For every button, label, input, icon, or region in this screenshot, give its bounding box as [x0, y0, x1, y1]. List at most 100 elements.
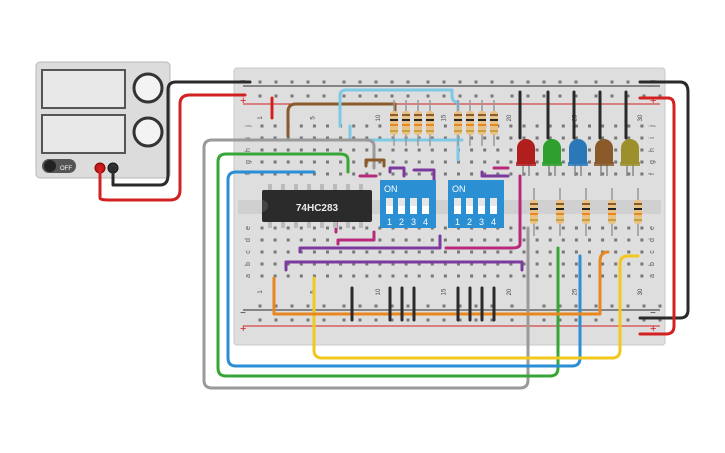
dip-toggle[interactable] — [478, 198, 485, 214]
breadboard-holes[interactable] — [258, 80, 662, 322]
resistor[interactable] — [530, 188, 538, 236]
row-letter: g — [245, 160, 252, 164]
rail-plus-bottom-left: + — [240, 323, 246, 335]
ic-74hc283[interactable]: 74HC283 — [262, 184, 372, 228]
resistor[interactable] — [582, 188, 590, 236]
column-number: 10 — [376, 114, 382, 121]
resistor[interactable] — [390, 100, 398, 146]
led[interactable] — [542, 139, 562, 176]
column-number: 20 — [507, 114, 513, 121]
column-number: 1 — [258, 290, 264, 294]
dip-toggle[interactable] — [466, 198, 473, 214]
column-number: 15 — [441, 288, 447, 295]
rail-minus-bottom-right: − — [650, 308, 656, 319]
dip-on-label: ON — [452, 184, 466, 194]
row-letter: e — [245, 226, 252, 230]
dip-position-label: 4 — [423, 217, 428, 227]
voltage-knob[interactable] — [132, 72, 164, 104]
row-letter: j — [245, 125, 252, 128]
dip-position-label: 1 — [455, 217, 460, 227]
wire-brown-2 — [364, 158, 386, 168]
dip-position-label: 3 — [411, 217, 416, 227]
row-letter: f — [649, 173, 656, 175]
wire-red-right-rail — [638, 96, 676, 336]
ground-jumpers[interactable] — [350, 90, 628, 322]
led-resistors[interactable] — [530, 188, 642, 236]
column-number: 25 — [572, 288, 578, 295]
row-letter: i — [649, 137, 656, 139]
wire-magenta-4 — [444, 174, 522, 250]
resistor[interactable] — [454, 100, 462, 146]
row-letter: h — [245, 148, 252, 152]
ic-part-number: 74HC283 — [296, 203, 339, 214]
wire-purple-2 — [298, 234, 442, 254]
column-number: 15 — [441, 114, 447, 121]
wire-purple-4 — [412, 168, 436, 186]
dip-on-label: ON — [384, 184, 398, 194]
resistor[interactable] — [634, 188, 642, 236]
row-letter: d — [649, 238, 656, 242]
power-supply[interactable]: OFF — [35, 61, 171, 179]
wire-yellow — [312, 254, 640, 360]
row-letter: b — [649, 262, 656, 266]
row-letter: a — [245, 274, 252, 278]
led[interactable] — [516, 139, 536, 176]
row-letter: e — [649, 226, 656, 230]
row-letter: j — [649, 125, 656, 128]
column-number: 1 — [258, 116, 264, 120]
dip-toggle[interactable] — [398, 198, 405, 214]
row-letter: b — [245, 262, 252, 266]
column-number: 30 — [638, 288, 644, 295]
led[interactable] — [568, 139, 588, 176]
resistor[interactable] — [466, 100, 474, 146]
current-knob[interactable] — [132, 116, 164, 148]
output-leds[interactable] — [516, 139, 640, 176]
resistor[interactable] — [426, 100, 434, 146]
dip-toggle[interactable] — [410, 198, 417, 214]
resistor[interactable] — [478, 100, 486, 146]
row-letter: g — [649, 160, 656, 164]
row-letter: d — [245, 238, 252, 242]
column-number: 30 — [638, 114, 644, 121]
resistor[interactable] — [608, 188, 616, 236]
wire-brown — [286, 102, 397, 138]
wire-gray — [202, 138, 530, 390]
current-display — [41, 114, 126, 154]
wire-purple-1 — [284, 260, 524, 272]
row-letter: c — [245, 250, 252, 254]
wire-black-right-rail — [638, 80, 690, 320]
led[interactable] — [594, 139, 614, 176]
row-letter: h — [649, 148, 656, 152]
dip-toggle[interactable] — [422, 198, 429, 214]
column-number: 5 — [310, 116, 316, 120]
led[interactable] — [620, 139, 640, 176]
resistor[interactable] — [414, 100, 422, 146]
resistor[interactable] — [556, 188, 564, 236]
power-switch-label: OFF — [60, 166, 72, 172]
rail-minus-bottom-left: − — [240, 308, 246, 319]
wire-blue — [226, 170, 582, 368]
dip-toggle[interactable] — [490, 198, 497, 214]
resistor[interactable] — [490, 100, 498, 146]
wire-green — [216, 152, 560, 378]
dip-position-label: 1 — [387, 217, 392, 227]
dip-position-label: 3 — [479, 217, 484, 227]
resistor[interactable] — [402, 100, 410, 146]
dip-toggle[interactable] — [454, 198, 461, 214]
row-letter: i — [245, 137, 252, 139]
rail-plus-top-left: + — [240, 95, 246, 107]
dip-toggle[interactable] — [386, 198, 393, 214]
row-letter: c — [649, 250, 656, 254]
wire-purple-3 — [388, 166, 406, 178]
dip-position-label: 2 — [399, 217, 404, 227]
wires[interactable] — [98, 80, 690, 390]
pullup-resistors[interactable] — [390, 100, 498, 146]
wire-purple-5 — [480, 170, 510, 178]
wire-magenta-1 — [336, 230, 376, 246]
rail-plus-bottom-right: + — [650, 323, 656, 335]
column-number: 20 — [507, 288, 513, 295]
